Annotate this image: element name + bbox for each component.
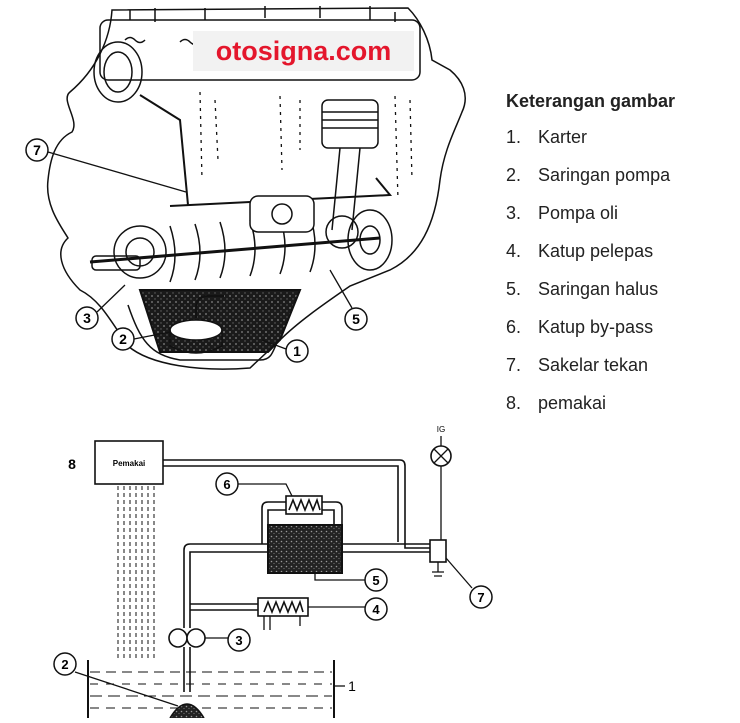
engine-callout-2: 2 [111, 327, 171, 351]
engine-block-outline [46, 7, 466, 370]
legend-item-label: Sakelar tekan [538, 355, 649, 375]
schematic-callout-5-label: 5 [372, 573, 379, 588]
schematic-callout-6-label: 6 [223, 477, 230, 492]
legend-item: 6. Katup by-pass [506, 314, 736, 352]
schematic-callout-7: 7 [469, 585, 493, 609]
engine-callout-3: 3 [75, 284, 126, 330]
schematic-callout-4-label: 4 [372, 602, 380, 617]
schematic-callout-1-label: 1 [348, 678, 356, 694]
camshaft-pulley [93, 41, 143, 103]
consumer-number: 8 [68, 456, 76, 472]
legend-item-number: 1. [506, 127, 522, 147]
main-pressure-line [183, 543, 430, 628]
pressure-switch [429, 539, 447, 563]
legend-item: 3. Pompa oli [506, 200, 736, 238]
legend-item: 5. Saringan halus [506, 276, 736, 314]
bypass-loop [261, 501, 343, 544]
legend-item: 1. Karter [506, 124, 736, 162]
legend-list: 1. Karter 2. Saringan pompa 3. Pompa oli 4.… [506, 124, 736, 428]
schematic-callout-2-label: 2 [61, 657, 68, 672]
cylinder-head [99, 19, 421, 81]
legend-item: 7. Sakelar tekan [506, 352, 736, 390]
relief-valve-line [190, 603, 258, 611]
schematic-labels: Pemakai 8 IG 6 5 7 4 3 [53, 425, 493, 694]
legend-item-number: 3. [506, 203, 522, 223]
lubrication-schematic [74, 436, 473, 719]
crankshaft [89, 209, 393, 283]
legend-item-label: Katup pelepas [538, 241, 654, 261]
legend-item-number: 2. [506, 165, 522, 185]
legend-item-label: Pompa oli [538, 203, 619, 223]
legend-item: 2. Saringan pompa [506, 162, 736, 200]
consumer-box-label: Pemakai [113, 459, 145, 468]
oil-drips [199, 91, 413, 201]
ignition-label: IG [437, 425, 445, 434]
piston-assembly [321, 99, 379, 249]
valve-springs [124, 6, 396, 46]
schematic-callout-4: 4 [364, 597, 388, 621]
engine-callout-7-label: 7 [33, 142, 41, 158]
oil-strainer-engine [169, 295, 224, 354]
warning-lamp-icon [430, 445, 452, 467]
oil-pump-symbol [168, 628, 228, 648]
strainer-schematic [169, 703, 205, 719]
legend-item: 4. Katup pelepas [506, 238, 736, 276]
timing-chain [139, 94, 189, 206]
legend-item-number: 5. [506, 279, 522, 299]
legend-item-label: pemakai [538, 393, 607, 413]
oil-level-lines [90, 671, 332, 709]
legend-item-number: 6. [506, 317, 522, 337]
watermark-banner: otosigna.com [193, 31, 414, 71]
schematic-callout-2: 2 [53, 652, 77, 676]
legend-item-label: Saringan pompa [538, 165, 671, 185]
oil-sump [138, 289, 302, 353]
oil-pump-engine [249, 195, 315, 233]
legend-item-number: 8. [506, 393, 522, 413]
consumer-box [94, 440, 164, 485]
engine-callout-3-label: 3 [83, 310, 91, 326]
oil-gallery [169, 177, 393, 207]
legend-item: 8. pemakai [506, 390, 736, 428]
legend-item-label: Katup by-pass [538, 317, 654, 337]
legend-item-label: Karter [538, 127, 588, 147]
engine-callout-7: 7 [25, 138, 187, 193]
schematic-callout-5: 5 [364, 568, 388, 592]
engine-callout-5-label: 5 [352, 311, 360, 327]
schematic-callout-3: 3 [227, 628, 251, 652]
legend-item-label: Saringan halus [538, 279, 659, 299]
oil-return-drips [117, 486, 155, 660]
engine-illustration [46, 6, 466, 370]
legend-item-number: 7. [506, 355, 522, 375]
fine-filter [267, 524, 343, 574]
supply-line-to-consumer [163, 459, 430, 549]
engine-callout-2-label: 2 [119, 331, 127, 347]
engine-callout-5: 5 [329, 269, 368, 331]
legend-title: Keterangan gambar [506, 91, 676, 111]
engine-callouts: 7 3 2 1 5 [25, 138, 368, 363]
schematic-callout-6: 6 [215, 472, 239, 496]
engine-callout-1-label: 1 [293, 343, 301, 359]
oil-sump-schematic [87, 660, 335, 718]
schematic-callout-7-label: 7 [477, 590, 484, 605]
legend-item-number: 4. [506, 241, 522, 261]
schematic-callout-3-label: 3 [235, 633, 242, 648]
legend-panel: Keterangan gambar 1. Karter 2. Saringan po… [506, 88, 736, 428]
engine-callout-1: 1 [261, 339, 309, 363]
